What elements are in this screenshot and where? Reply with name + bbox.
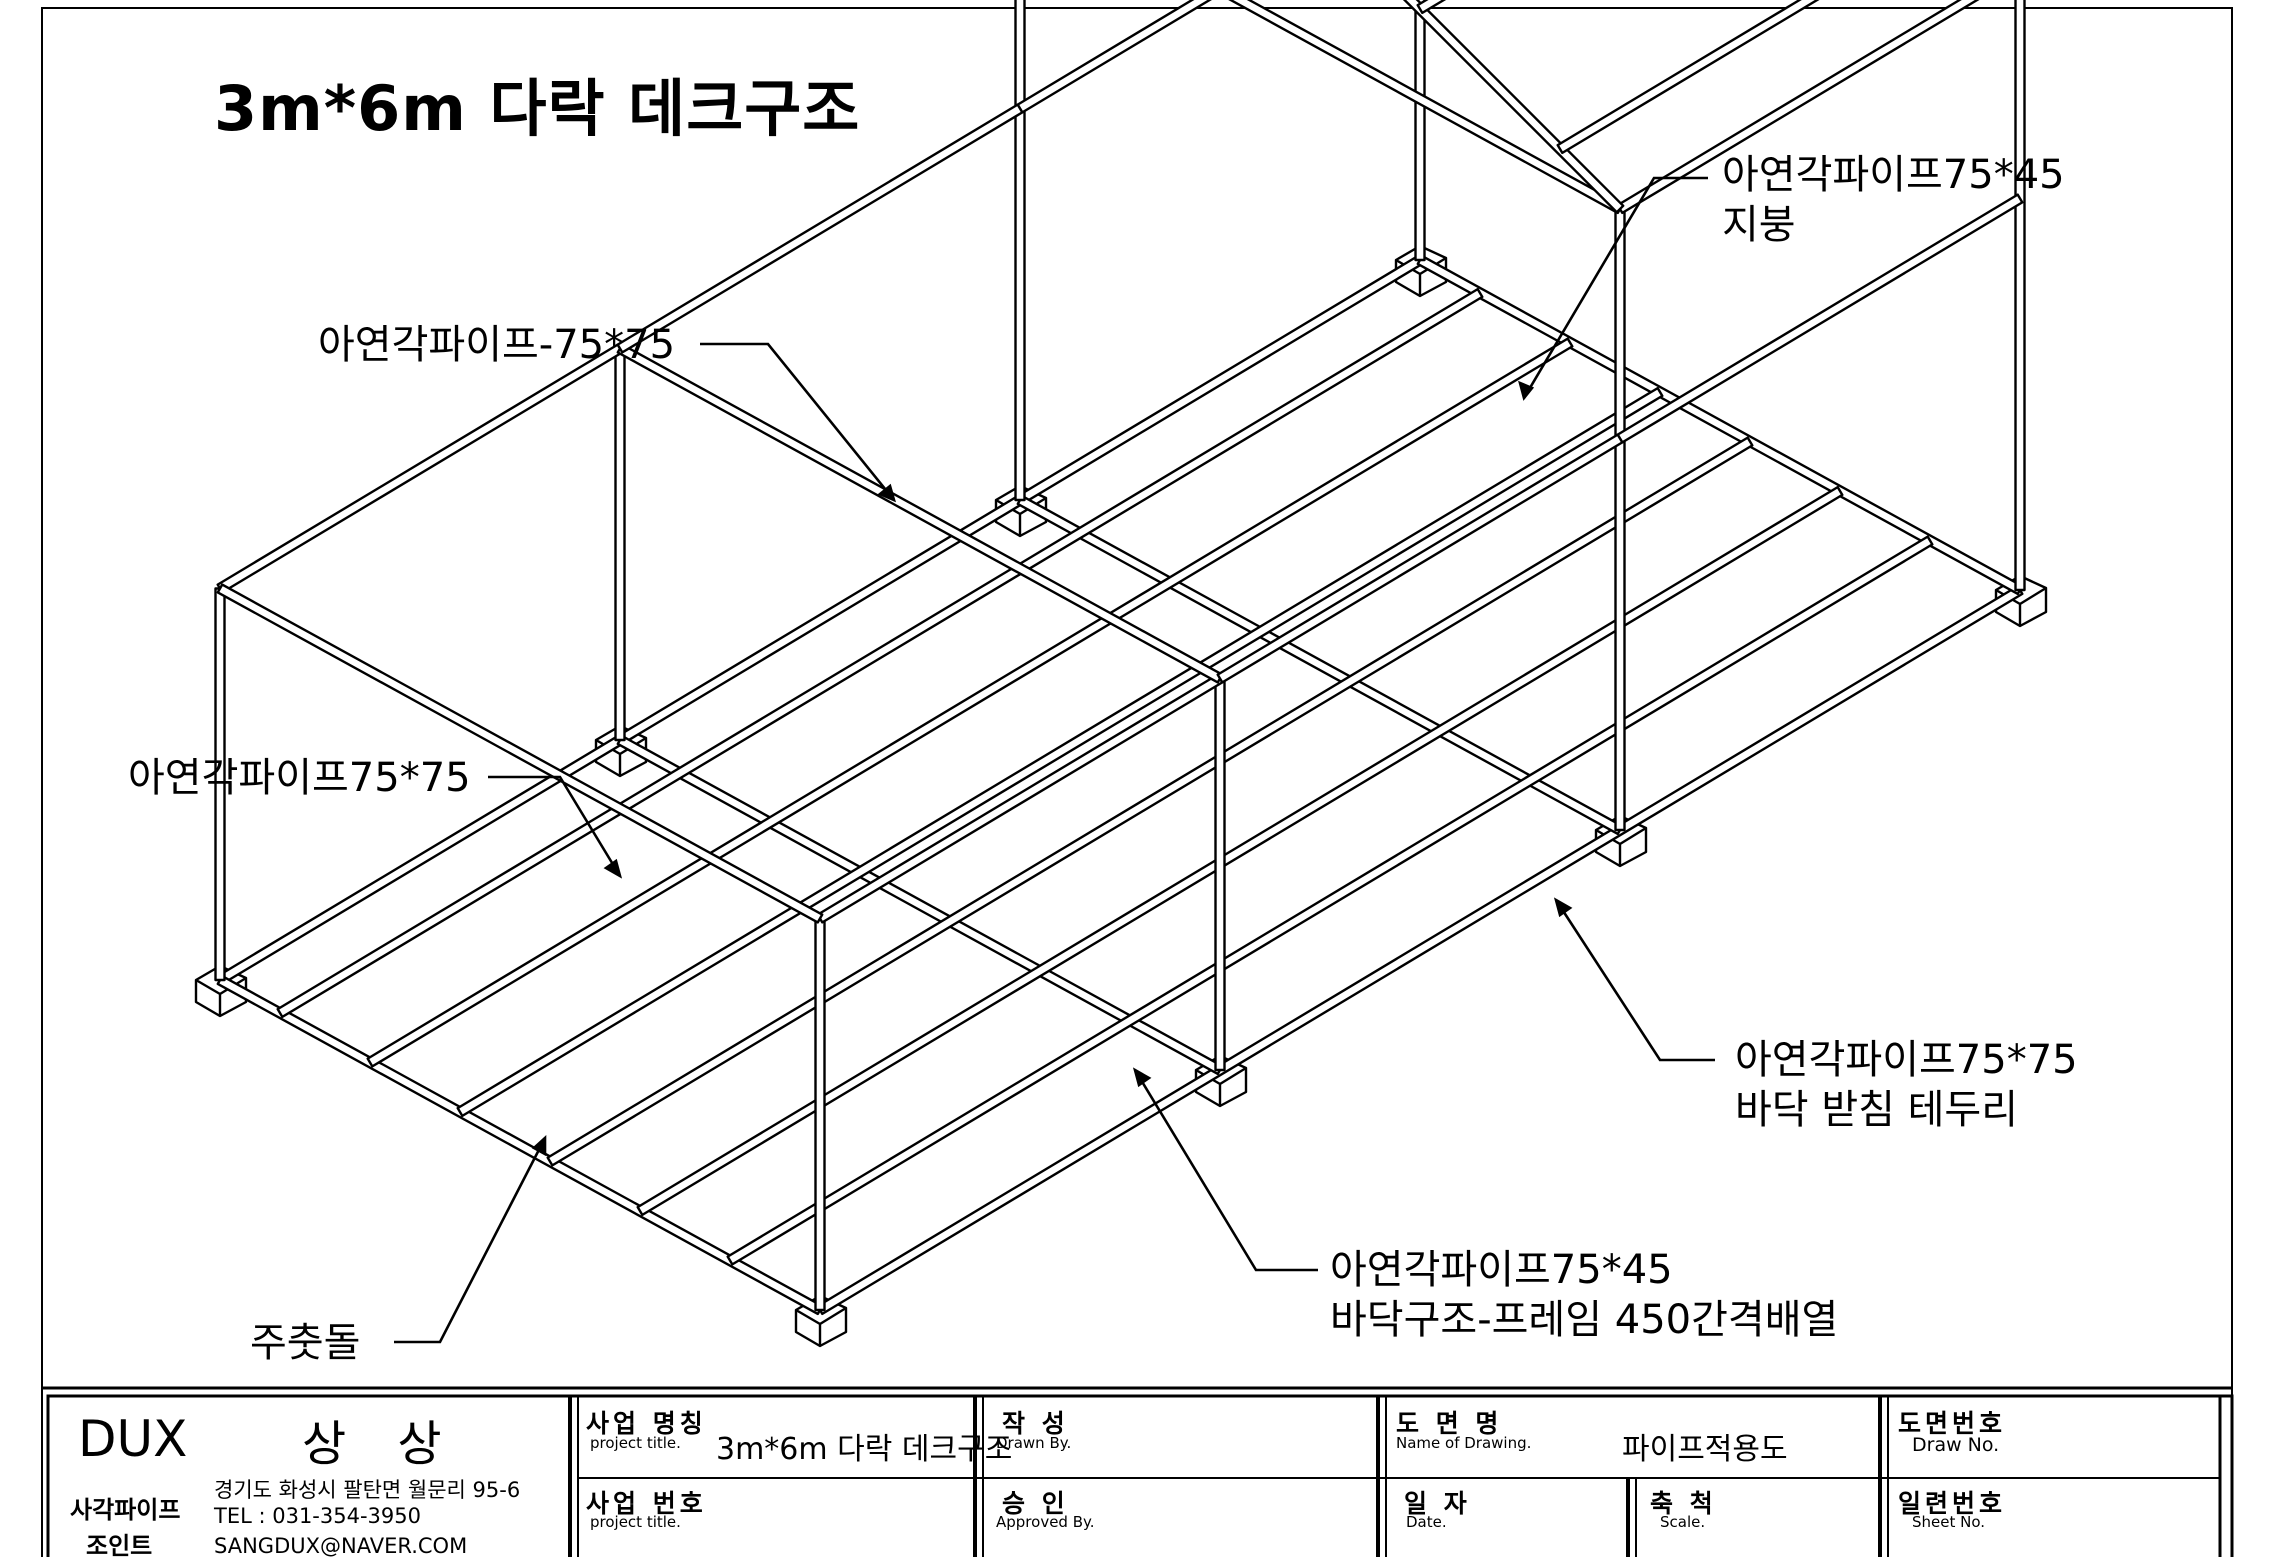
company-brand: DUX (78, 1410, 188, 1468)
title-block-grid (42, 1386, 2234, 1557)
callout-roof-line1: 아연각파이프75*45 (1722, 152, 2065, 198)
company-type-line2: 조인트 (86, 1532, 153, 1560)
roof-purlin (1556, 0, 1820, 155)
leader-lines (394, 176, 1715, 1344)
sheet-border (41, 7, 2233, 1557)
leader-footing (394, 1137, 547, 1344)
callout-floor-edge: 아연각파이프75*75 바닥 받침 테두리 (1735, 1035, 2078, 1135)
scale-sub: Scale. (1660, 1513, 1706, 1531)
arrow-footing (531, 1135, 547, 1157)
callout-floor-edge-line1: 아연각파이프75*75 (1735, 1037, 2078, 1083)
floor-joist (366, 337, 1574, 1068)
sheet-no-sub: Sheet No. (1912, 1513, 1986, 1531)
date-label: 일 자 (1404, 1489, 1471, 1518)
leader-upper (700, 342, 896, 501)
leader-roof (1522, 176, 1708, 399)
arrow-roof (1518, 380, 1535, 401)
callout-footing: 주춧돌 (250, 1318, 360, 1368)
company-address: 경기도 화성시 팔탄면 월문리 95-6 (214, 1478, 521, 1502)
post-low (814, 917, 826, 1312)
mid-rail (616, 103, 1024, 354)
leader-floor-frame (1133, 1069, 1318, 1272)
callout-upper-pipe: 아연각파이프-75*75 (318, 320, 675, 370)
project-name-sub: project title. (590, 1434, 681, 1452)
post-high (1014, 0, 1026, 502)
drawing-name-label: 도 면 명 (1396, 1409, 1503, 1438)
post-low (614, 347, 626, 742)
floor-joist (726, 535, 1934, 1266)
callout-floor-frame-line2: 바닥구조-프레임 450간격배열 (1330, 1297, 1839, 1343)
project-name-label: 사업 명칭 (586, 1409, 707, 1438)
drawn-by-label: 작 성 (1002, 1409, 1069, 1438)
project-no-label: 사업 번호 (586, 1489, 707, 1518)
approved-by-sub: Approved By. (996, 1513, 1095, 1531)
mid-rail (1216, 433, 1624, 684)
post-high (1414, 0, 1426, 262)
company-tel: TEL : 031-354-3950 (214, 1504, 421, 1528)
top-rail (616, 343, 1224, 684)
drawing-title: 3m*6m 다락 데크구조 (214, 72, 861, 145)
drawing-no-label: 도면번호 (1898, 1409, 2007, 1438)
post-high (2014, 0, 2026, 592)
mid-rail (1016, 0, 1212, 114)
arrow-left (603, 858, 623, 879)
arrow-upper (877, 483, 897, 503)
floor-joist (276, 287, 1484, 1019)
approved-by-label: 승 인 (1002, 1489, 1069, 1518)
drawing-name-sub: Name of Drawing. (1396, 1434, 1532, 1452)
drawing-name-value: 파이프적용도 (1622, 1432, 1788, 1467)
floor-joist (636, 485, 1844, 1217)
post-low (214, 587, 226, 982)
drawn-by-sub: Drawn By. (996, 1434, 1072, 1452)
post-low (1214, 677, 1226, 1072)
floor-joist (546, 436, 1754, 1167)
arrow-floor-edge (1553, 897, 1573, 918)
callout-upper-line1: 아연각파이프-75*75 (318, 322, 676, 368)
callout-left-line1: 아연각파이프75*75 (128, 755, 471, 801)
top-rail (216, 343, 624, 594)
callout-floor-frame-line1: 아연각파이프75*45 (1330, 1247, 1673, 1293)
date-sub: Date. (1406, 1513, 1447, 1531)
leader-left (488, 775, 622, 877)
callout-footing-line1: 주춧돌 (250, 1320, 361, 1366)
sheet-no-label: 일련번호 (1898, 1489, 2007, 1518)
roof-purlin (1416, 0, 1447, 15)
deck-frame-structure (194, 0, 2048, 1348)
company-type-line1: 사각파이프 (70, 1496, 181, 1524)
callout-roof-pipe: 아연각파이프75*45 지붕 (1722, 150, 2065, 250)
top-rail (216, 583, 824, 924)
callout-roof-line2: 지붕 (1722, 202, 1796, 248)
callout-left-pipe: 아연각파이프75*75 (128, 753, 471, 803)
post-high (1614, 207, 1626, 832)
leader-floor-edge (1554, 899, 1715, 1062)
callout-floor-frame: 아연각파이프75*45 바닥구조-프레임 450간격배열 (1330, 1245, 1838, 1345)
project-name-value: 3m*6m 다락 데크구조 (716, 1432, 1013, 1467)
company-korean-name: 상 상 (302, 1416, 460, 1472)
drawing-no-sub: Draw No. (1912, 1434, 2000, 1456)
upper-rail (1228, 0, 1624, 215)
callout-floor-edge-line2: 바닥 받침 테두리 (1735, 1087, 2019, 1133)
arrow-floor-frame (1132, 1067, 1152, 1088)
company-email: SANGDUX@NAVER.COM (214, 1534, 468, 1558)
scale-label: 축 척 (1650, 1489, 1717, 1518)
project-no-sub: project title. (590, 1513, 681, 1531)
floor-joist (456, 386, 1664, 1118)
